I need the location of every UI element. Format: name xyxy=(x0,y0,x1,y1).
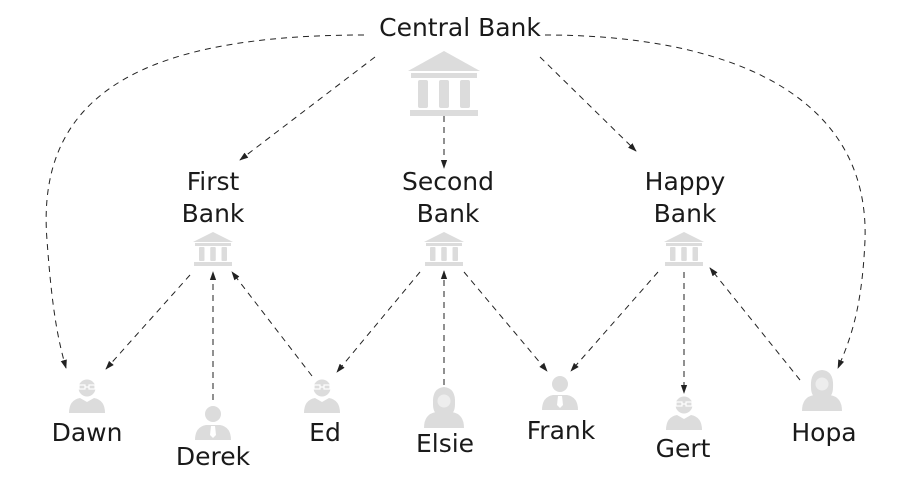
person-gert: Gert xyxy=(656,395,711,463)
person-glasses-icon xyxy=(303,378,341,414)
bank-label-line2: Bank xyxy=(417,199,480,228)
person-hopa: Hopa xyxy=(791,370,857,447)
person-name: Hopa xyxy=(791,418,856,447)
person-glasses-icon xyxy=(665,395,703,431)
edge-second-frank xyxy=(463,271,548,372)
bank-icon xyxy=(424,232,464,266)
second-bank-node: Second Bank xyxy=(402,167,494,266)
edge-hopa-happy xyxy=(709,267,801,381)
person-ed: Ed xyxy=(303,378,341,447)
edge-happy-frank xyxy=(570,271,659,372)
edge-second-ed xyxy=(336,271,421,373)
person-name: Ed xyxy=(309,418,341,447)
person-woman-icon xyxy=(802,370,842,411)
person-name: Frank xyxy=(527,416,596,445)
edge-central-dawn xyxy=(45,34,365,369)
central-bank-label: Central Bank xyxy=(379,13,541,42)
edge-first-dawn xyxy=(105,274,191,370)
person-tie-icon xyxy=(195,406,231,440)
edges xyxy=(45,34,866,400)
first-bank-node: First Bank xyxy=(182,167,245,266)
edge-central-happy xyxy=(539,56,637,152)
person-dawn: Dawn xyxy=(52,378,123,447)
person-tie-icon xyxy=(542,376,578,410)
bank-label-line2: Bank xyxy=(182,199,245,228)
happy-bank-node: Happy Bank xyxy=(645,167,726,266)
central-bank-node: Central Bank xyxy=(379,13,541,116)
bank-label-line1: Second xyxy=(402,167,494,196)
bank-label-line1: Happy xyxy=(645,167,726,196)
person-name: Derek xyxy=(176,442,251,471)
bank-label-line1: First xyxy=(187,167,240,196)
person-name: Elsie xyxy=(416,429,474,458)
person-name: Dawn xyxy=(52,418,123,447)
person-name: Gert xyxy=(656,434,711,463)
bank-icon xyxy=(193,232,233,266)
edge-ed-first xyxy=(231,271,313,377)
person-woman-icon xyxy=(424,387,464,428)
edge-central-first xyxy=(239,56,376,161)
person-elsie: Elsie xyxy=(416,387,474,458)
person-glasses-icon xyxy=(68,378,106,414)
person-derek: Derek xyxy=(176,406,251,471)
bank-icon xyxy=(664,232,704,266)
bank-icon xyxy=(408,51,480,116)
bank-label-line2: Bank xyxy=(654,199,717,228)
person-frank: Frank xyxy=(527,376,596,445)
